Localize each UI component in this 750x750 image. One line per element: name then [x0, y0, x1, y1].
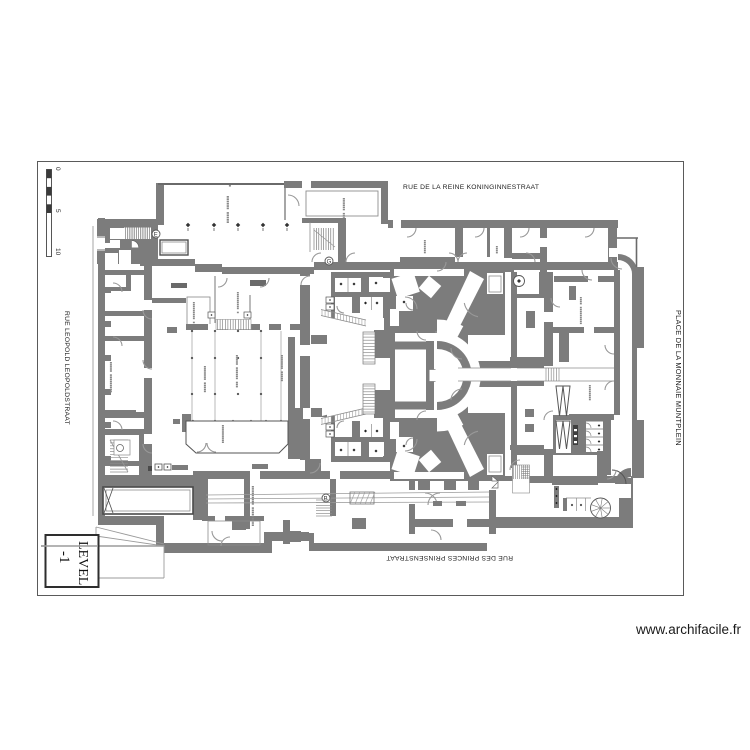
svg-text:RUE DES PRINCES PRINSENSTRAAT: RUE DES PRINCES PRINSENSTRAAT	[386, 554, 513, 561]
svg-text:5: 5	[54, 209, 61, 213]
svg-text:LEVEL: LEVEL	[75, 541, 90, 585]
svg-text:10: 10	[54, 248, 61, 256]
svg-text:RUE DE LA REINE KONINGINNESTRA: RUE DE LA REINE KONINGINNESTRAAT	[403, 184, 539, 191]
svg-text:B: B	[324, 497, 328, 503]
svg-text:G: G	[327, 260, 332, 266]
svg-text:0: 0	[54, 167, 61, 171]
svg-text:E: E	[154, 233, 158, 239]
svg-text:PLACE DE LA MONNAIE MUNTPLEIN: PLACE DE LA MONNAIE MUNTPLEIN	[674, 310, 683, 446]
svg-text:-1: -1	[56, 551, 72, 564]
svg-text:RUE LEOPOLD LEOPOLDSTRAAT: RUE LEOPOLD LEOPOLDSTRAAT	[63, 311, 70, 425]
svg-text:www.archifacile.fr: www.archifacile.fr	[635, 622, 742, 637]
